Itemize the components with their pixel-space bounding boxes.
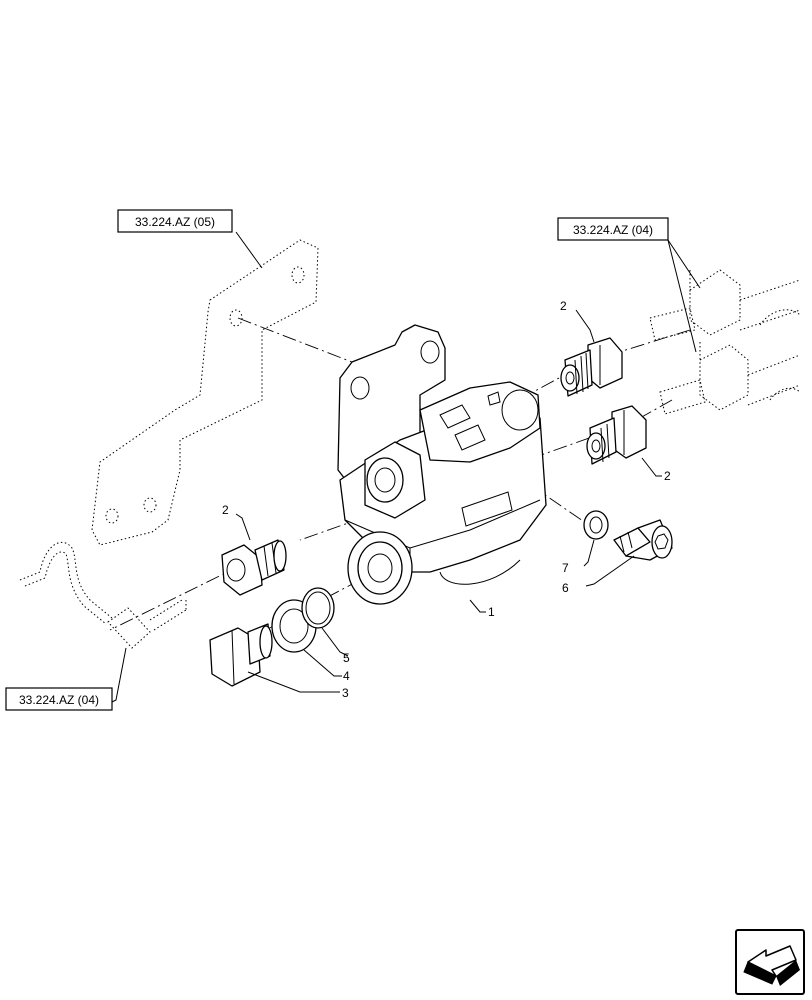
plug-upper-right — [560, 337, 623, 397]
leader-lines — [111, 231, 701, 703]
callout-3: 3 — [342, 686, 349, 700]
callout-1: 1 — [488, 605, 495, 619]
back-arrow-icon[interactable] — [735, 929, 805, 995]
dotted-bracket — [91, 239, 319, 546]
o-ring — [301, 587, 335, 629]
callouts: 1 2 2 2 3 4 5 6 7 — [222, 299, 671, 700]
ref-box-top-right[interactable]: 33.224.AZ (04) — [557, 217, 669, 241]
valve-body — [337, 324, 547, 605]
dotted-fittings-right — [649, 269, 801, 415]
plug-lower-right — [586, 405, 647, 465]
callout-2-lower-right: 2 — [664, 469, 671, 483]
ref-box-top-left[interactable]: 33.224.AZ (05) — [117, 209, 233, 233]
callout-2-upper-right: 2 — [560, 299, 567, 313]
dotted-pipe-left — [19, 541, 187, 649]
callout-2-left: 2 — [222, 503, 229, 517]
ref-label-top-right: 33.224.AZ (04) — [573, 223, 653, 237]
cap-screw — [613, 519, 673, 561]
callout-5: 5 — [343, 651, 350, 665]
plug-left — [221, 539, 287, 596]
callout-4: 4 — [343, 669, 350, 683]
small-washer — [583, 510, 609, 540]
ref-label-top-left: 33.224.AZ (05) — [135, 215, 215, 229]
callout-7: 7 — [562, 561, 569, 575]
cap-plug — [209, 623, 273, 687]
ref-box-bottom-left[interactable]: 33.224.AZ (04) — [5, 687, 113, 711]
callout-6: 6 — [562, 581, 569, 595]
ref-label-bottom-left: 33.224.AZ (04) — [19, 693, 99, 707]
